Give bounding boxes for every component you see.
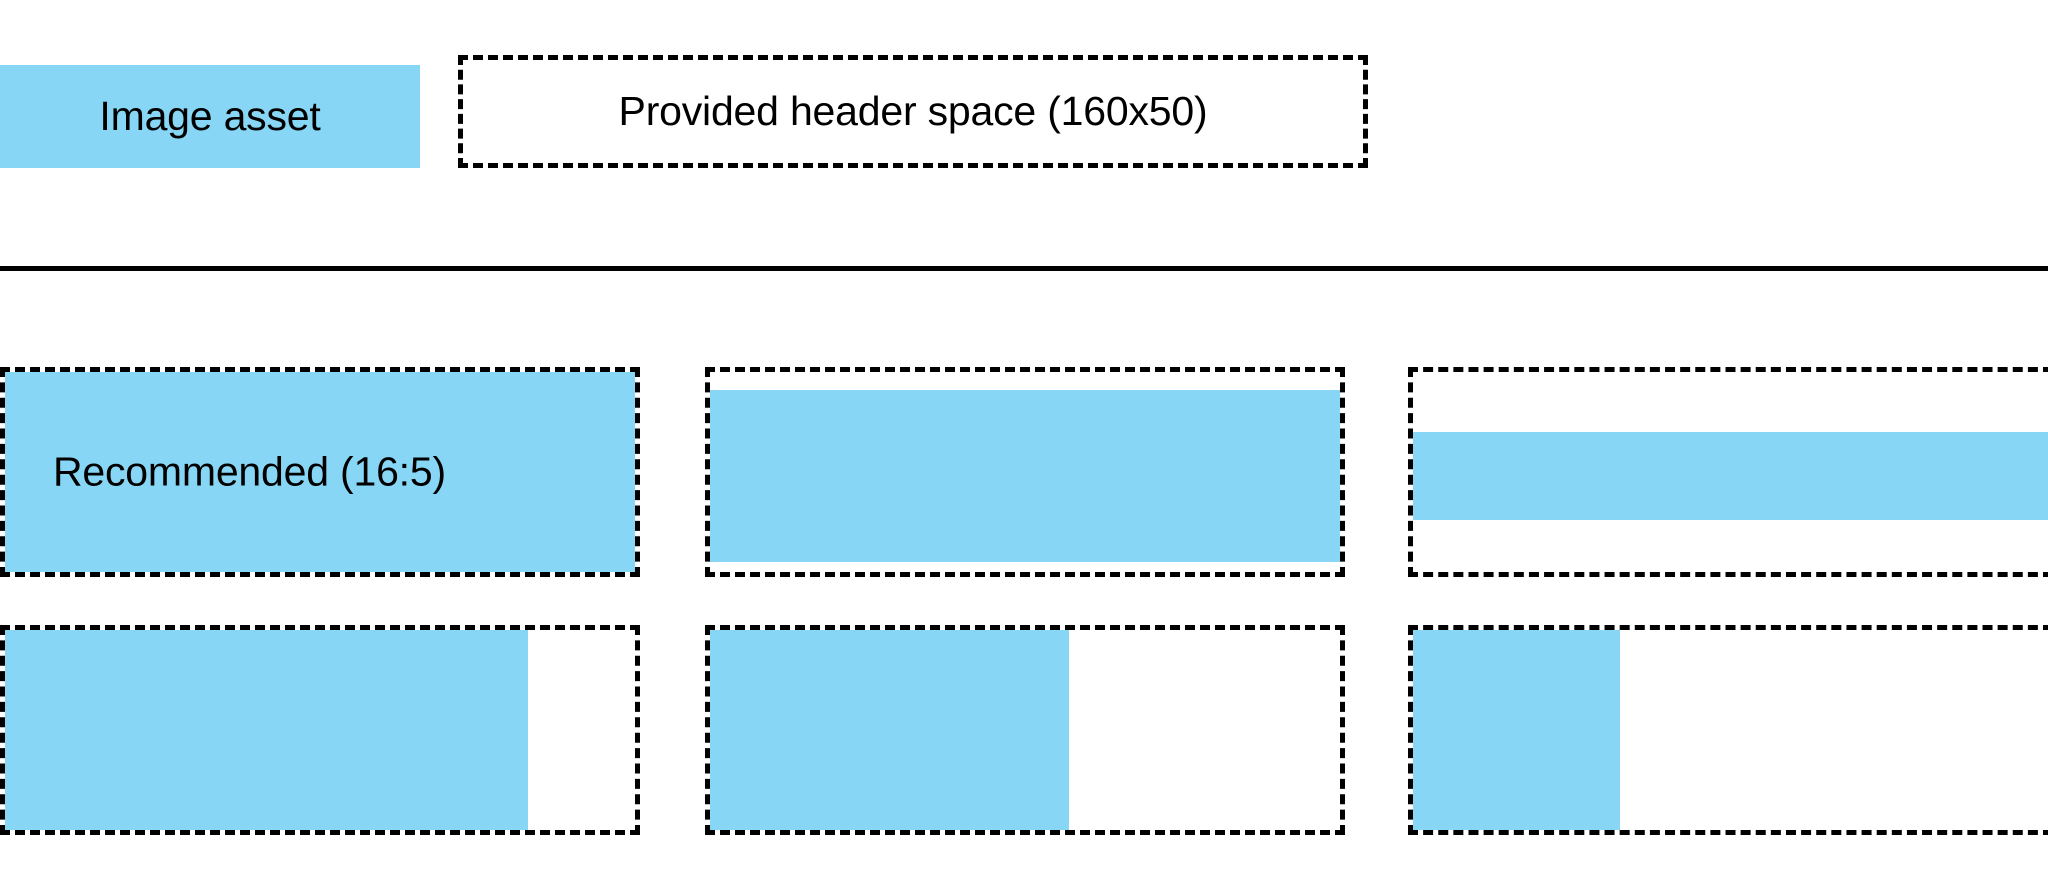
ratio-fill-full: [5, 372, 635, 572]
ratio-fill-horizontal-partial-medium: [710, 630, 1069, 830]
ratio-cell-recommended-16-5: Recommended (16:5): [0, 367, 640, 577]
ratio-fill-vertical-inset-large: [1413, 432, 2048, 520]
provided-header-space-box: Provided header space (160x50): [458, 55, 1368, 168]
provided-header-space-label: Provided header space (160x50): [618, 88, 1208, 134]
recommended-ratio-label: Recommended (16:5): [53, 448, 446, 495]
image-asset-swatch: Image asset: [0, 65, 420, 168]
ratio-cell-partial-width-medium: [705, 625, 1345, 835]
ratio-fill-horizontal-partial-large: [5, 630, 528, 830]
ratio-cell-wide-inset-large: [1408, 367, 2048, 577]
ratio-cell-wide-inset-small: [705, 367, 1345, 577]
legend-header-row: Image asset Provided header space (160x5…: [0, 48, 2048, 168]
section-divider: [0, 266, 2048, 271]
ratio-cell-partial-width-large: [0, 625, 640, 835]
ratio-cell-partial-width-small: [1408, 625, 2048, 835]
image-asset-label: Image asset: [99, 93, 321, 139]
ratio-fill-vertical-inset-small: [710, 390, 1340, 562]
ratio-fill-horizontal-partial-small: [1413, 630, 1620, 830]
